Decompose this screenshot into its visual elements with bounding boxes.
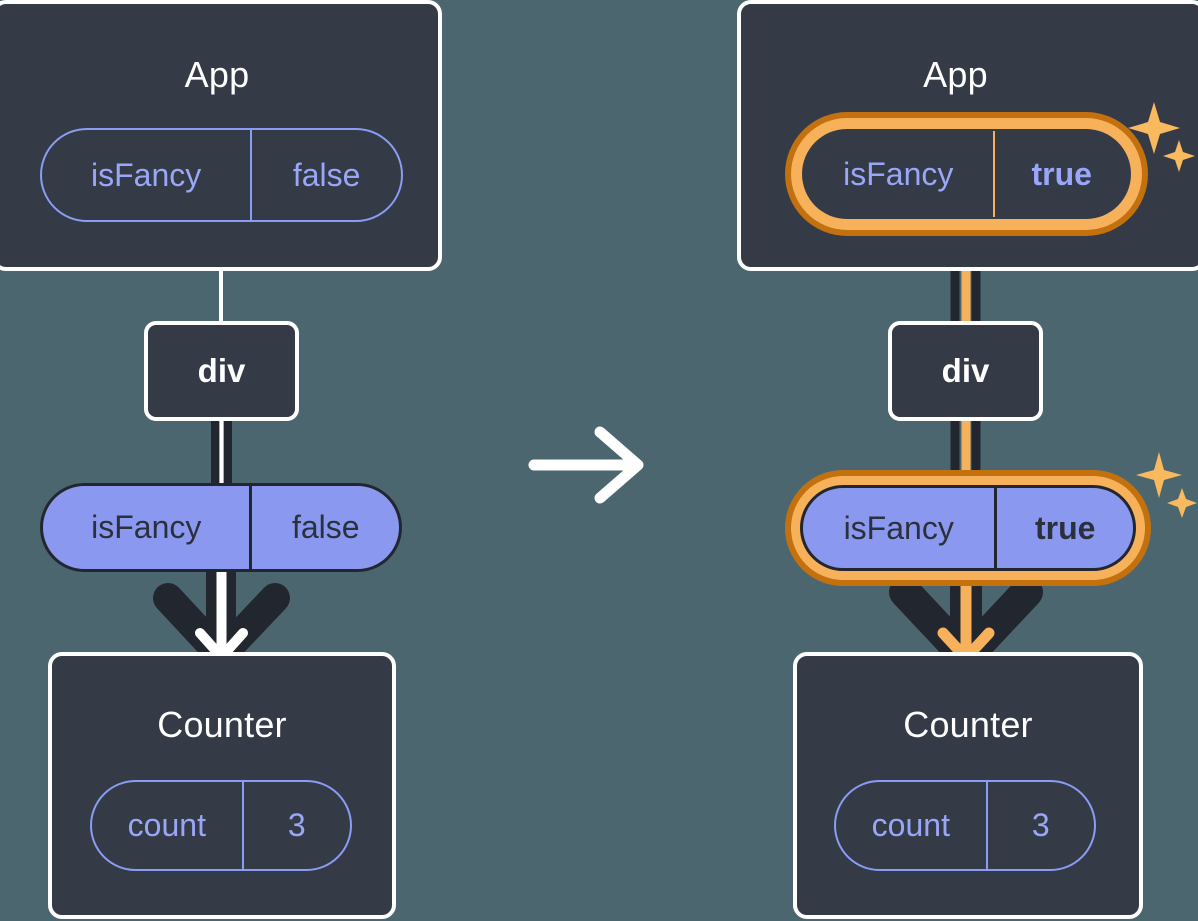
counter-title-after: Counter [903, 704, 1033, 745]
app-title-before: App [184, 54, 250, 95]
sparkle-icon-app-after [1128, 102, 1195, 172]
counter-state-pill-before[interactable]: count 3 [90, 780, 352, 871]
counter-state-pill-name-before: count [127, 807, 206, 843]
div-node-label-before: div [197, 352, 246, 389]
counter-title-before: Counter [157, 704, 287, 745]
counter-state-pill-value-after: 3 [985, 782, 1094, 869]
app-state-pill-name-before: isFancy [90, 156, 202, 193]
props-pill-name-after: isFancy [843, 509, 954, 546]
app-state-pill-value-before: false [250, 130, 401, 220]
app-state-highlight-ring-hole-after [802, 129, 1131, 219]
props-pill-value-after: true [994, 488, 1133, 568]
props-pill-value-before: false [249, 486, 399, 569]
div-node-after: div [888, 321, 1043, 421]
div-node-before: div [144, 321, 299, 421]
app-state-pill-value-after: true [992, 131, 1130, 217]
app-title-after: App [923, 54, 988, 95]
app-state-pill-after[interactable]: isFancy true [802, 129, 1131, 219]
div-node-label-after: div [941, 352, 990, 389]
arrow-props-to-counter-left [153, 566, 290, 670]
props-pill-before[interactable]: isFancy false [40, 483, 402, 572]
props-pill-name-before: isFancy [91, 509, 202, 545]
counter-state-pill-name-after: count [871, 807, 950, 843]
props-pill-after[interactable]: isFancy true [800, 485, 1136, 571]
counter-state-pill-after[interactable]: count 3 [834, 780, 1096, 871]
app-state-pill-before[interactable]: isFancy false [40, 128, 403, 222]
sparkle-icon-props-after [1136, 452, 1197, 518]
transition-arrow-icon [528, 426, 644, 504]
counter-state-pill-value-before: 3 [241, 782, 350, 869]
app-state-pill-name-after: isFancy [843, 155, 954, 192]
